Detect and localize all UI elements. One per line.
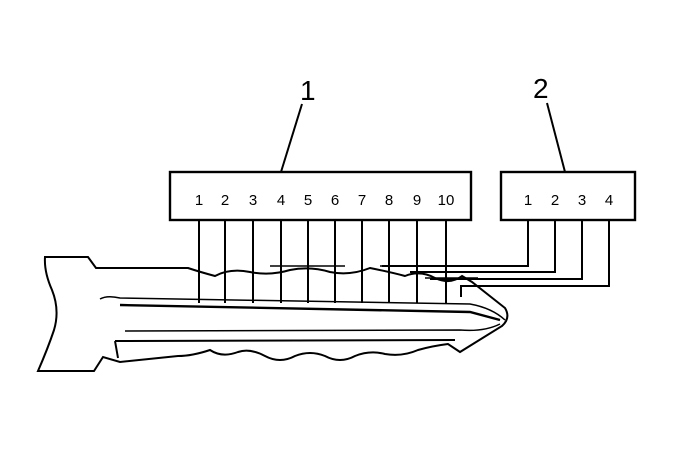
blade-groove-bottom <box>124 323 501 332</box>
callout-leader-right <box>546 102 566 173</box>
callout-leader-left <box>280 103 303 173</box>
key-blade-outline <box>36 256 509 372</box>
left-position-3: 3 <box>249 192 257 209</box>
connector-left-box <box>168 170 473 222</box>
left-position-9: 9 <box>413 192 421 209</box>
right-lead-1 <box>382 220 529 267</box>
left-position-1: 1 <box>195 192 203 209</box>
right-lead-3 <box>430 220 583 280</box>
left-position-7: 7 <box>358 192 366 209</box>
callout-left-label: 1 <box>300 75 316 106</box>
right-lead-2 <box>410 220 556 273</box>
left-position-2: 2 <box>221 192 229 209</box>
right-position-4: 4 <box>605 192 613 209</box>
left-position-4: 4 <box>277 192 285 209</box>
left-position-6: 6 <box>331 192 339 209</box>
connector-right-box <box>499 170 637 222</box>
left-position-5: 5 <box>304 192 312 209</box>
right-position-1: 1 <box>524 192 532 209</box>
right-position-3: 3 <box>578 192 586 209</box>
blade-groove-lower <box>119 303 501 322</box>
right-leads <box>382 220 610 297</box>
left-position-10: 10 <box>438 192 455 209</box>
blade-groove-base <box>114 339 456 359</box>
right-position-2: 2 <box>551 192 559 209</box>
left-position-8: 8 <box>385 192 393 209</box>
callout-right-label: 2 <box>533 73 549 104</box>
blade-groove-upper <box>99 295 506 321</box>
left-leads <box>198 220 447 303</box>
right-lead-4 <box>460 220 610 297</box>
